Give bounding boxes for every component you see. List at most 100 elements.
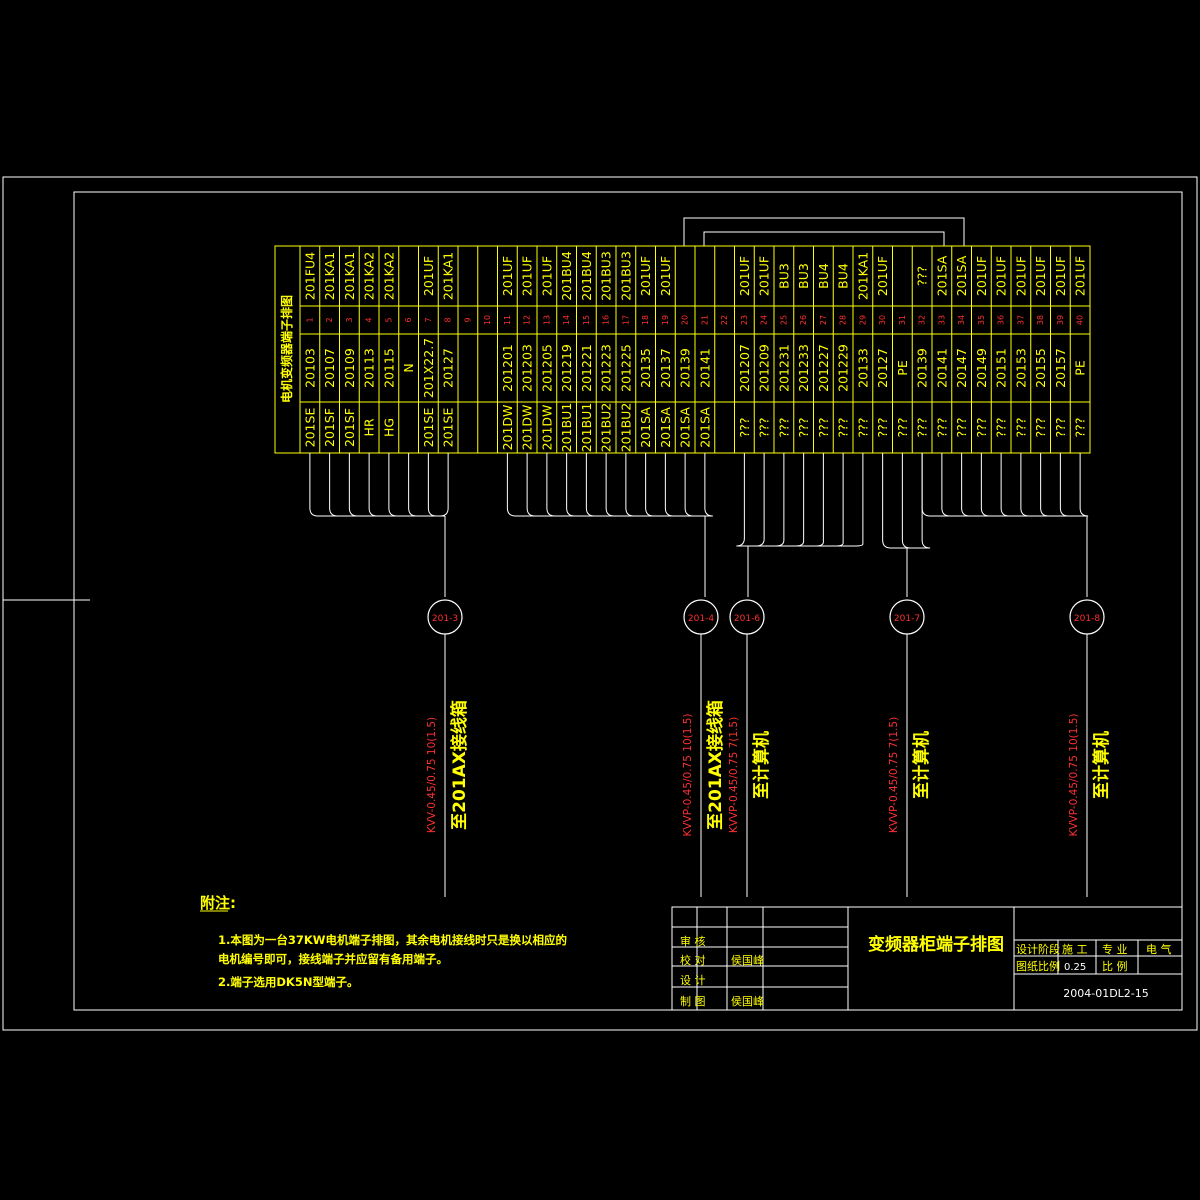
cable-destination: 至201AX接线箱: [705, 700, 726, 830]
wire-group-b: [704, 453, 713, 517]
terminal-bottom-label: ???: [934, 418, 949, 438]
wire-group-b: [546, 453, 705, 517]
terminal-number: 12: [523, 315, 532, 325]
wire-group-b: [664, 453, 705, 517]
terminal-top-label: 201SA: [934, 255, 949, 296]
cable-spec: KVVP-0.45/0.75 7(1.5): [888, 717, 900, 833]
terminal-mid-label: 20107: [322, 348, 337, 388]
terminal-bottom-label: ???: [796, 418, 811, 438]
terminal-top-label: 201UF: [421, 256, 436, 296]
terminal-number: 32: [918, 315, 927, 325]
wire-group-a: [368, 453, 445, 517]
terminal-number: 22: [720, 315, 729, 325]
wire-group-c: [748, 453, 785, 547]
terminal-top-label: 201KA1: [855, 252, 870, 300]
terminal-bottom-label: ???: [1053, 418, 1068, 438]
terminal-number: 13: [542, 315, 551, 325]
wire-group-e: [1079, 453, 1089, 517]
wire-group-c: [736, 453, 748, 547]
wire-group-d: [907, 453, 931, 549]
terminal-mid-label: 201221: [579, 344, 594, 392]
terminal-number: 35: [977, 315, 986, 325]
terminal-top-label: 201FU4: [302, 252, 317, 300]
terminal-top-label: 201UF: [500, 256, 515, 296]
terminal-top-label: 201UF: [1013, 256, 1028, 296]
terminal-number: 36: [997, 315, 1006, 325]
terminal-number: 29: [858, 315, 867, 325]
jumper-loop-outer: [683, 217, 965, 246]
stage-label: 设计阶段: [1016, 942, 1060, 956]
terminal-bottom-label: ???: [757, 418, 772, 438]
terminal-number: 3: [345, 317, 354, 322]
terminal-bottom-label: ???: [737, 418, 752, 438]
notes-title: 附注:: [200, 894, 236, 912]
cable-spec: KVV-0.45/0.75 10(1.5): [426, 717, 438, 833]
wire-group-a: [408, 453, 445, 517]
terminal-bottom-label: 201SE: [441, 408, 456, 448]
terminal-top-label: 201BU3: [599, 251, 614, 301]
wire-group-a: [427, 453, 445, 517]
terminal-number: 2: [325, 317, 334, 322]
terminal-bottom-label: ???: [895, 418, 910, 438]
wire-group-a: [329, 453, 445, 517]
wire-group-c: [748, 453, 805, 547]
terminal-top-label: ???: [915, 266, 930, 286]
cable-id: 201-7: [894, 614, 920, 624]
terminal-top-label: 201UF: [875, 256, 890, 296]
terminal-bottom-label: 201SA: [638, 407, 653, 448]
wire-group-a: [348, 453, 445, 517]
terminal-top-label: 201UF: [1053, 256, 1068, 296]
terminal-number: 30: [878, 315, 887, 325]
terminal-number: 19: [661, 315, 670, 325]
terminal-bottom-label: 201SE: [302, 408, 317, 448]
terminal-top-label: BU4: [836, 263, 851, 289]
terminal-number: 34: [957, 315, 966, 325]
terminal-mid-label: 20127: [441, 348, 456, 388]
wire-group-c: [748, 453, 844, 547]
terminal-number: 23: [740, 315, 749, 325]
terminal-mid-label: 20133: [855, 348, 870, 388]
terminal-number: 5: [384, 317, 393, 322]
terminal-bottom-label: ???: [875, 418, 890, 438]
terminal-strip: 电机变频器端子排图201FU4120103201SE201KA122010720…: [274, 245, 1091, 454]
jumper-loop-inner: [703, 231, 945, 246]
terminal-top-label: 201SA: [954, 255, 969, 296]
wire-group-b: [625, 453, 705, 517]
terminal-mid-label: 201205: [539, 344, 554, 392]
terminal-number: 33: [937, 315, 946, 325]
wire-group-e: [1020, 453, 1087, 517]
wire-group-d: [882, 453, 907, 549]
terminal-mid-label: 201219: [559, 344, 574, 392]
terminal-bottom-label: 201SF: [322, 408, 337, 447]
terminal-top-label: 201UF: [1033, 256, 1048, 296]
terminal-number: 38: [1036, 315, 1045, 325]
strip-header-label: 电机变频器端子排图: [279, 295, 294, 403]
wire-group-c: [748, 453, 864, 547]
title-block: 变频器柜端子排图 审 核 校 对 设 计 制 图 侯国峰 侯国峰 设计阶段 施 …: [671, 906, 1183, 1011]
terminal-mid-label: 201227: [816, 344, 831, 392]
terminal-bottom-label: ???: [915, 418, 930, 438]
role-label-2: 校 对: [680, 953, 706, 967]
terminal-number: 37: [1016, 315, 1025, 325]
terminal-number: 16: [602, 315, 611, 325]
terminal-mid-label: 20147: [954, 348, 969, 388]
terminal-top-label: 201BU4: [579, 251, 594, 301]
wire-group-d: [901, 453, 911, 549]
wire-group-a: [388, 453, 445, 517]
terminal-top-label: 201UF: [539, 256, 554, 296]
terminal-mid-label: 20115: [381, 348, 396, 388]
terminal-number: 31: [898, 315, 907, 325]
terminal-bottom-label: 201SA: [697, 407, 712, 448]
terminal-mid-label: 201231: [776, 344, 791, 392]
terminal-top-label: 201UF: [1073, 256, 1088, 296]
terminal-mid-label: 20139: [915, 348, 930, 388]
terminal-mid-label: 20157: [1053, 348, 1068, 388]
terminal-mid-label: 201203: [520, 344, 535, 392]
terminal-bottom-label: 201DW: [520, 405, 535, 451]
terminal-bottom-label: 201DW: [500, 405, 515, 451]
